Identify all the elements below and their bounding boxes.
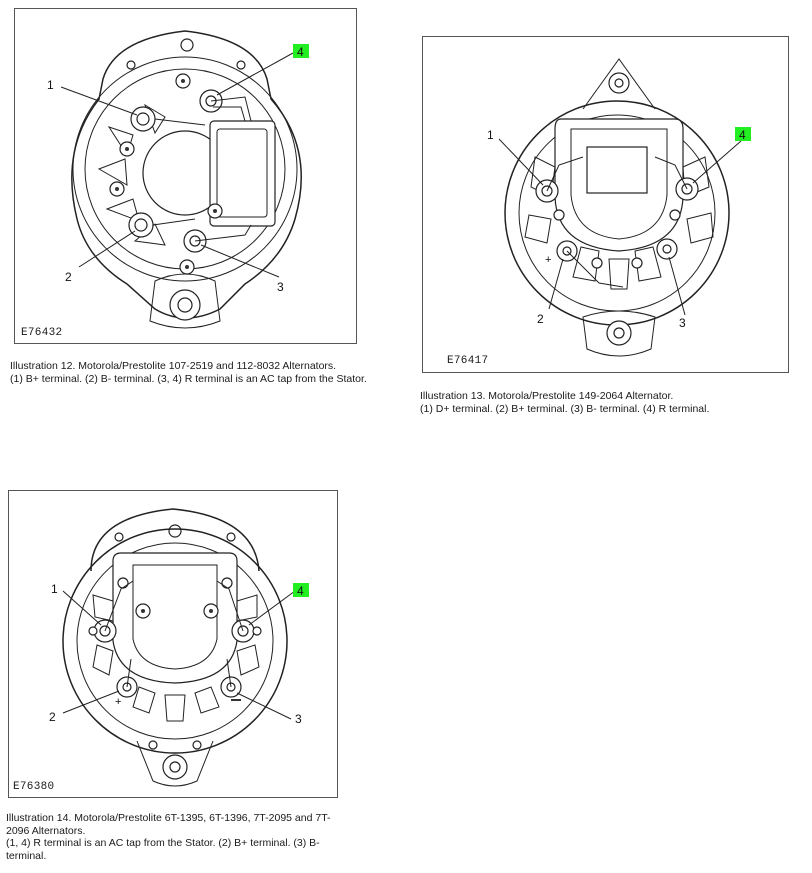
caption-13: Illustration 13. Motorola/Prestolite 149…	[420, 390, 800, 415]
alternator-diagram-12: 1 4 2 3	[47, 30, 309, 329]
label-3: 3	[295, 712, 302, 726]
label-3: 3	[277, 280, 284, 294]
label-4: 4	[297, 584, 304, 598]
alternator-diagram-14: + 1 4 2 3	[49, 508, 309, 787]
figure-13: + 1 4 2 3 E76417	[422, 36, 789, 373]
caption-14: Illustration 14. Motorola/Prestolite 6T-…	[6, 812, 351, 862]
caption-description: (1) B+ terminal. (2) B- terminal. (3, 4)…	[10, 372, 367, 385]
alternator-diagram-13: + 1 4 2 3	[487, 58, 751, 357]
caption-title: Illustration 13. Motorola/Prestolite 149…	[420, 390, 674, 402]
svg-text:+: +	[115, 696, 121, 708]
figure-14: + 1 4 2 3 E76380	[8, 490, 338, 798]
figure-code: E76417	[447, 355, 489, 367]
figure-12: 1 4 2 3 E76432	[14, 8, 357, 344]
figure-code: E76380	[13, 781, 55, 793]
label-4: 4	[297, 45, 304, 59]
label-3: 3	[679, 316, 686, 330]
svg-text:+: +	[545, 254, 551, 266]
caption-description: (1) D+ terminal. (2) B+ terminal. (3) B-…	[420, 402, 710, 415]
caption-title: Illustration 12. Motorola/Prestolite 107…	[10, 360, 337, 372]
label-2: 2	[49, 710, 56, 724]
caption-12: Illustration 12. Motorola/Prestolite 107…	[10, 360, 370, 385]
caption-description: (1, 4) R terminal is an AC tap from the …	[6, 837, 320, 862]
label-1: 1	[51, 582, 58, 596]
caption-title: Illustration 14. Motorola/Prestolite 6T-…	[6, 812, 331, 837]
label-2: 2	[537, 312, 544, 326]
label-2: 2	[65, 270, 72, 284]
label-1: 1	[47, 78, 54, 92]
figure-code: E76432	[21, 327, 63, 339]
label-1: 1	[487, 128, 494, 142]
label-4: 4	[739, 128, 746, 142]
